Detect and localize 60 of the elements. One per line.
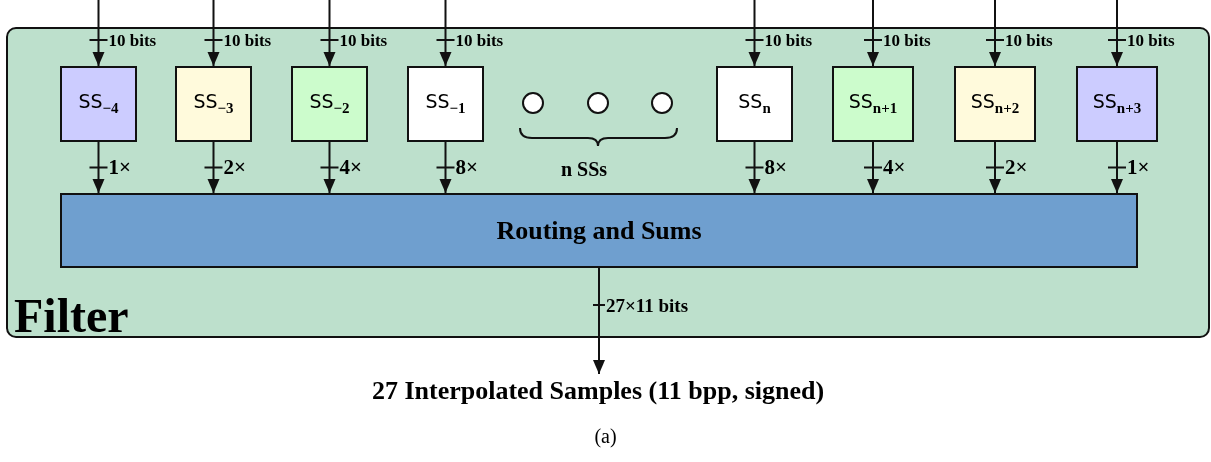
routing-block	[60, 193, 1138, 268]
edge-label: 1×	[1127, 157, 1150, 178]
ellipsis-circle	[587, 92, 609, 114]
panel-title: Filter	[14, 292, 129, 340]
bus-arrow	[863, 141, 883, 194]
bus-arrow	[88, 141, 109, 194]
subsystem-block	[954, 66, 1036, 142]
bus-arrow	[744, 141, 765, 194]
block-label: SS$_{n+3}$	[1092, 92, 1142, 116]
bus-arrow	[1107, 0, 1127, 67]
subsystem-block	[1076, 66, 1158, 142]
block-label: SS$_{n+1}$	[848, 92, 898, 116]
bus-arrow	[319, 0, 340, 67]
subsystem-block	[291, 66, 368, 142]
bus-arrow	[319, 141, 340, 194]
edge-label: 10 bits	[223, 31, 272, 49]
bus-arrow	[1107, 141, 1127, 194]
edge-label: 10 bits	[883, 31, 931, 49]
edge-label: 27×11 bits	[606, 295, 689, 315]
subsystem-block	[832, 66, 914, 142]
edge-label: 4×	[339, 157, 362, 178]
bus-arrow	[435, 141, 456, 194]
block-label: SS$_{−2}$	[309, 92, 350, 116]
edge-label: 8×	[455, 157, 478, 178]
edge-label: 4×	[883, 157, 906, 178]
block-label: SS$_{n+2}$	[970, 92, 1020, 116]
block-label: Routing and Sums	[496, 217, 702, 244]
block-label: SS$_{−1}$	[425, 92, 466, 116]
subsystem-block	[716, 66, 793, 142]
subsystem-block	[407, 66, 484, 142]
bus-arrow	[88, 0, 109, 67]
bus-arrow	[863, 0, 883, 67]
edge-label: 1×	[108, 157, 131, 178]
bus-arrow	[203, 0, 224, 67]
bus-arrow	[744, 0, 765, 67]
edge-label: 10 bits	[764, 31, 813, 49]
filter-panel	[6, 27, 1210, 338]
bus-arrow	[435, 0, 456, 67]
edge-label: 10 bits	[1127, 31, 1175, 49]
edge-label: 10 bits	[1005, 31, 1053, 49]
edge-label: 8×	[764, 157, 787, 178]
edge-label: 2×	[223, 157, 246, 178]
block-label: SS$_{n}$	[738, 92, 771, 116]
ellipsis-circle	[522, 92, 544, 114]
edge-label: 2×	[1005, 157, 1028, 178]
ellipsis-circle	[651, 92, 673, 114]
edge-label: 10 bits	[108, 31, 157, 49]
subsystem-block	[175, 66, 252, 142]
figure-caption: (a)	[593, 425, 618, 448]
block-label: SS$_{−3}$	[193, 92, 234, 116]
bus-arrow	[985, 141, 1005, 194]
group-label: n SSs	[561, 158, 608, 181]
bus-arrow	[203, 141, 224, 194]
bus-arrow	[592, 267, 606, 375]
edge-label: 10 bits	[339, 31, 388, 49]
edge-label: 10 bits	[455, 31, 504, 49]
output-label: 27 Interpolated Samples (11 bpp, signed)	[371, 376, 825, 406]
subsystem-block	[60, 66, 137, 142]
block-label: SS$_{−4}$	[78, 92, 119, 116]
bus-arrow	[985, 0, 1005, 67]
